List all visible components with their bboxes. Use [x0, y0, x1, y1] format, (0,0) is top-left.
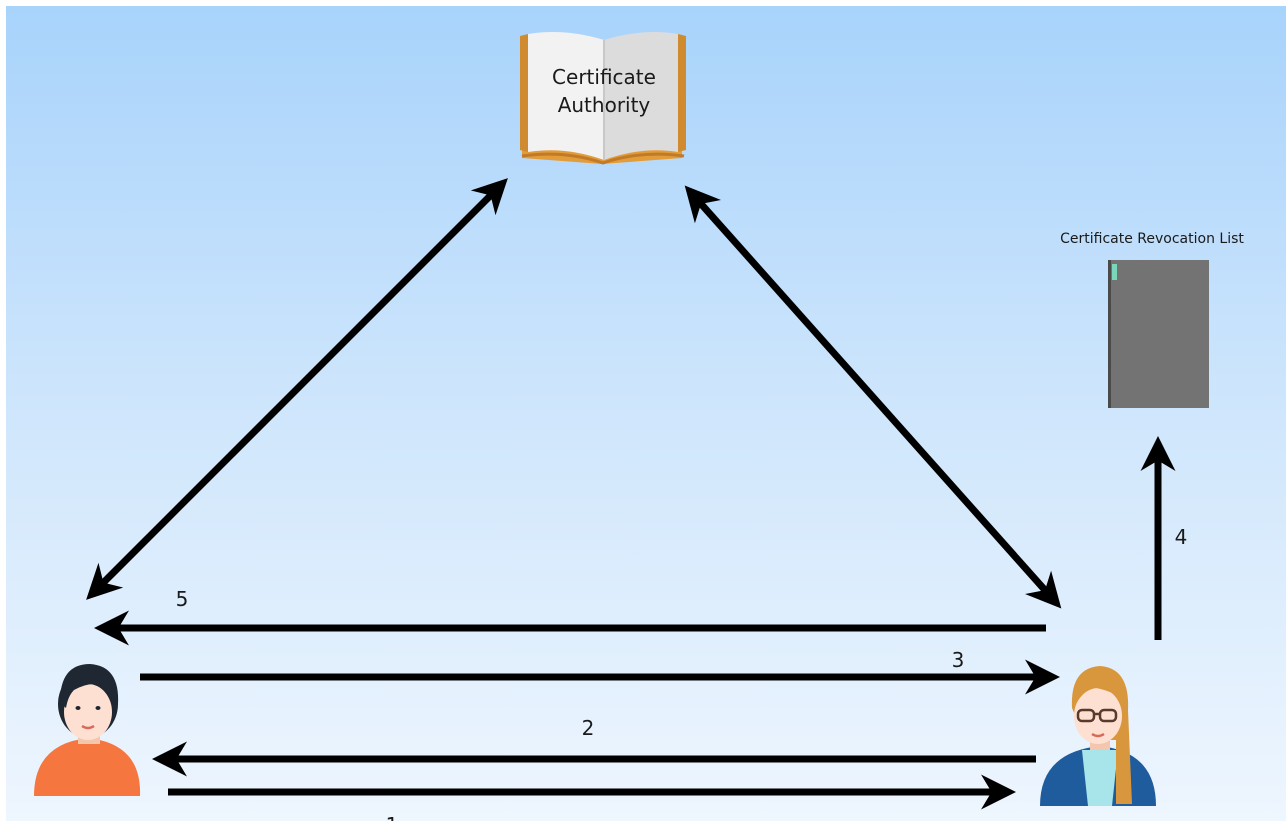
- ca-label-line1: Certificate: [552, 65, 656, 89]
- arrow-ca-right-user: [684, 185, 1062, 609]
- step-1-label: 1: [386, 813, 399, 821]
- arrow-ca-left-user: [86, 178, 508, 600]
- step-2-label: 2: [582, 716, 595, 740]
- certificate-authority-book-icon: [520, 32, 686, 165]
- right-user-avatar-icon: [1040, 666, 1156, 806]
- step-3-label: 3: [952, 648, 965, 672]
- crl-book-icon: [1108, 260, 1209, 408]
- crl-label: Certificate Revocation List: [1060, 231, 1244, 247]
- step-4-label: 4: [1175, 525, 1188, 549]
- left-user-avatar-icon: [34, 664, 141, 796]
- ca-label-line2: Authority: [558, 93, 651, 117]
- step-5-label: 5: [176, 587, 189, 611]
